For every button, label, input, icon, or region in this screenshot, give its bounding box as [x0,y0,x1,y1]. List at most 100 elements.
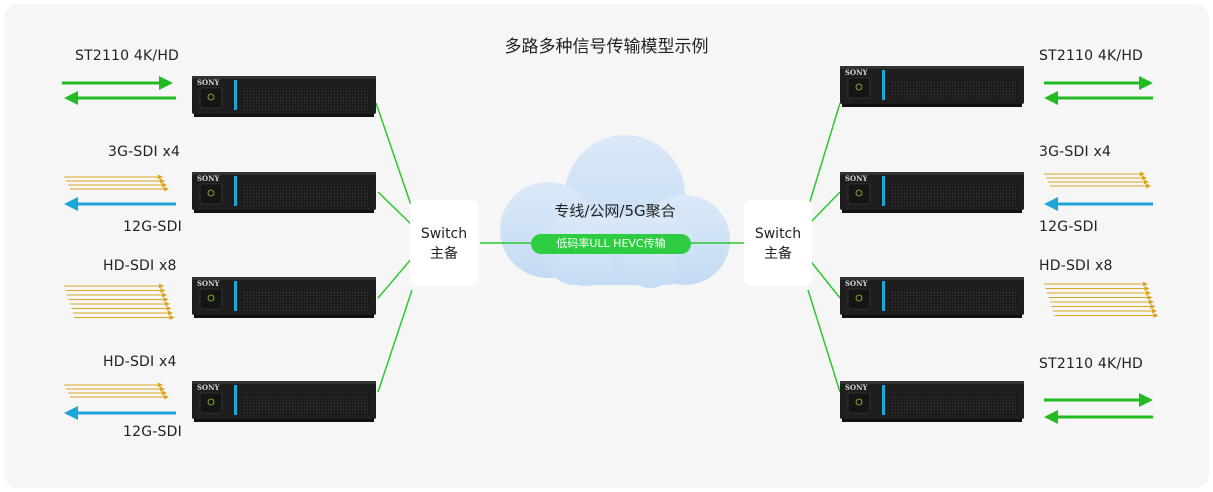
power-icon [207,398,215,406]
right-label-1: ST2110 4K/HD [1039,48,1144,64]
switch-left-mode: 主备 [430,246,458,262]
power-icon [207,294,215,302]
thin-arrow-r4-1 [1045,286,1150,291]
arrow-left-in-3 [64,406,176,420]
right-label-2: 3G-SDI x4 [1039,144,1112,160]
thin-arrow-l5-3 [70,394,169,400]
status-bar [882,385,885,415]
brand-text: SONY [845,279,869,288]
arrow-right-in-3 [1044,410,1153,424]
thin-arrow-r4-4 [1050,299,1154,305]
left-label-5: HD-SDI x4 [103,354,177,370]
status-bar [882,176,885,206]
thin-arrow-l5-2 [68,390,167,396]
thin-arrow-r2-3 [1050,183,1151,189]
thin-arrow-r4-6 [1053,308,1157,314]
power-icon [207,93,215,101]
status-bar [234,80,237,110]
thin-arrow-r4-3 [1048,295,1153,300]
device-left-1: SONY [192,76,376,117]
arrow-right-out-1 [1044,76,1153,90]
codec-pill: 低码率ULL HEVC传输 [531,234,691,254]
thin-arrow-l5-1 [66,386,165,392]
thin-arrow-l4-4 [70,301,170,307]
thin-arrow-r4-7 [1054,313,1159,318]
cloud-label: 专线/公网/5G聚合 [554,202,676,220]
arrow-right-out-2 [1044,393,1153,407]
switch-left: Switch 主备 [410,200,478,286]
thin-arrow-l2-1 [66,178,165,184]
brand-text: SONY [845,174,869,183]
right-label-3: 12G-SDI [1039,219,1098,235]
link-lines [375,102,841,393]
link-line-8 [807,191,841,226]
device-right-1: SONY [840,66,1024,107]
thin-arrow-l2-2 [68,182,167,188]
device-right-2: SONY [840,172,1024,213]
left-label-3: 12G-SDI [123,219,182,235]
power-icon [855,83,863,91]
power-icon [855,398,863,406]
arrow-right-in-2 [1044,197,1153,211]
thin-arrow-l4-3 [68,297,169,302]
device-group: SONY SONY SONY SONY SONY SONY SONY SONY [192,66,1024,422]
thin-arrow-r4-0 [1044,281,1148,287]
signal-arrows [62,76,1159,424]
thin-arrow-l4-1 [65,288,166,293]
power-icon [855,294,863,302]
thin-arrow-r4-2 [1047,290,1151,296]
thin-arrow-l4-0 [64,283,164,289]
device-left-3: SONY [192,277,376,318]
left-label-6: 12G-SDI [123,424,182,440]
link-line-7 [807,102,841,209]
switch-right-mode: 主备 [764,246,792,262]
thin-arrow-r2-1 [1046,175,1147,181]
power-icon [855,189,863,197]
link-line-3 [377,257,413,299]
thin-arrow-l4-6 [73,310,173,316]
diagram-title: 多路多种信号传输模型示例 [504,37,709,57]
thin-arrow-l2-0 [64,174,163,180]
status-bar [234,281,237,311]
thin-arrow-r2-0 [1044,171,1145,177]
status-bar [882,70,885,100]
brand-text: SONY [197,383,221,392]
left-label-2: 3G-SDI x4 [108,144,181,160]
thin-arrow-l4-2 [67,292,167,298]
device-left-2: SONY [192,172,376,213]
power-icon [207,189,215,197]
link-line-1 [375,102,413,209]
link-line-9 [807,257,841,299]
status-bar [234,176,237,206]
arrow-left-in-1 [64,91,176,105]
link-line-10 [807,289,841,393]
brand-text: SONY [197,279,221,288]
thin-arrow-r4-5 [1051,304,1156,309]
thin-arrow-l2-3 [70,186,169,192]
device-right-4: SONY [840,381,1024,422]
switch-left-name: Switch [420,226,468,242]
thin-arrow-r2-2 [1048,179,1149,185]
thin-arrow-l4-7 [74,315,175,320]
thin-arrow-l5-0 [64,382,163,388]
arrow-right-in-1 [1044,91,1153,105]
switch-right: Switch 主备 [744,200,812,286]
arrow-left-out-1 [62,76,173,90]
switch-right-name: Switch [754,226,802,242]
brand-text: SONY [845,68,869,77]
status-bar [234,385,237,415]
link-line-2 [377,191,413,226]
left-label-4: HD-SDI x8 [103,258,177,274]
brand-text: SONY [197,174,221,183]
status-bar [882,281,885,311]
thin-arrow-l4-5 [71,306,172,311]
brand-text: SONY [197,78,221,87]
right-label-5: ST2110 4K/HD [1039,356,1144,372]
device-right-3: SONY [840,277,1024,318]
right-label-4: HD-SDI x8 [1039,258,1113,274]
arrow-left-in-2 [64,197,176,211]
left-label-1: ST2110 4K/HD [75,48,180,64]
link-line-4 [377,289,413,393]
